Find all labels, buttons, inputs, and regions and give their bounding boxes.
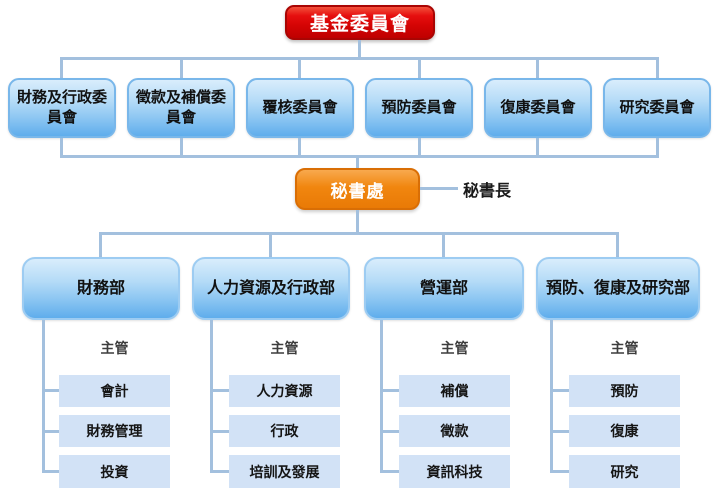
connector-line — [60, 155, 659, 158]
connector-line — [418, 138, 421, 155]
connector-line — [60, 57, 659, 60]
connector-line — [380, 320, 383, 473]
connector-line — [42, 430, 60, 433]
connector-line — [616, 232, 619, 257]
org-node-training-development-unit: 培訓及發展 — [229, 455, 340, 488]
org-node-financial-management-unit: 財務管理 — [59, 415, 170, 447]
connector-line — [550, 320, 553, 473]
connector-line — [418, 57, 421, 78]
manager-label: 主管 — [270, 340, 299, 356]
connector-line — [42, 470, 60, 473]
connector-line — [60, 57, 63, 78]
connector-line — [298, 57, 301, 78]
connector-line — [210, 320, 213, 473]
connector-line — [358, 40, 361, 57]
connector-line — [298, 138, 301, 155]
org-node-investment-unit: 投資 — [59, 455, 170, 488]
connector-line — [420, 187, 458, 190]
connector-line — [42, 320, 45, 473]
manager-label: 主管 — [610, 340, 639, 356]
manager-label: 主管 — [440, 340, 469, 356]
connector-line — [269, 232, 272, 257]
org-node-accounting-unit: 會計 — [59, 375, 170, 407]
connector-line — [536, 138, 539, 155]
org-node-administration-unit: 行政 — [229, 415, 340, 447]
connector-line — [210, 470, 230, 473]
org-node-levy-unit: 徵款 — [399, 415, 510, 447]
connector-line — [550, 389, 570, 392]
connector-line — [60, 138, 63, 155]
org-node-finance-department: 財務部 — [22, 257, 180, 320]
org-node-secretariat: 秘書處 — [295, 168, 420, 210]
connector-line — [380, 470, 400, 473]
secretary-general-label: 秘書長 — [463, 183, 512, 200]
org-node-levy-compensation-committee: 徵款及補償委員會 — [127, 78, 235, 138]
connector-line — [442, 232, 445, 257]
org-node-rehabilitation-unit: 復康 — [569, 415, 680, 447]
org-node-compensation-unit: 補償 — [399, 375, 510, 407]
org-node-fund-committee: 基金委員會 — [285, 5, 435, 40]
connector-line — [536, 57, 539, 78]
org-node-finance-admin-committee: 財務及行政委員會 — [8, 78, 116, 138]
org-node-prevention-rehab-research-department: 預防、復康及研究部 — [536, 257, 700, 320]
connector-line — [550, 470, 570, 473]
connector-line — [180, 138, 183, 155]
org-node-it-unit: 資訊科技 — [399, 455, 510, 488]
org-node-hr-admin-department: 人力資源及行政部 — [192, 257, 350, 320]
org-node-research-committee: 研究委員會 — [603, 78, 711, 138]
org-node-research-unit: 研究 — [569, 455, 680, 488]
org-node-human-resources-unit: 人力資源 — [229, 375, 340, 407]
connector-line — [180, 57, 183, 78]
connector-line — [99, 232, 619, 235]
connector-line — [656, 57, 659, 78]
connector-line — [550, 430, 570, 433]
org-node-prevention-unit: 預防 — [569, 375, 680, 407]
connector-line — [210, 430, 230, 433]
connector-line — [380, 389, 400, 392]
org-node-operations-department: 營運部 — [364, 257, 524, 320]
manager-label: 主管 — [100, 340, 129, 356]
connector-line — [42, 389, 60, 392]
org-node-review-committee: 覆核委員會 — [246, 78, 354, 138]
org-node-rehabilitation-committee: 復康委員會 — [484, 78, 592, 138]
connector-line — [356, 210, 359, 232]
connector-line — [356, 155, 359, 169]
connector-line — [210, 389, 230, 392]
connector-line — [99, 232, 102, 257]
org-node-prevention-committee: 預防委員會 — [365, 78, 473, 138]
connector-line — [656, 138, 659, 155]
connector-line — [380, 430, 400, 433]
